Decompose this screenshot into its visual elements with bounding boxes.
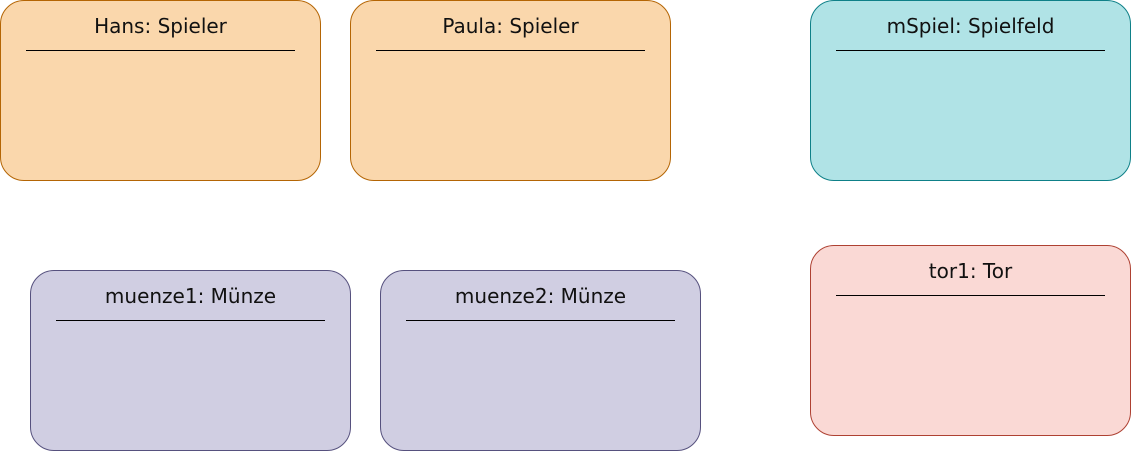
object-title: muenze1: Münze (104, 284, 277, 308)
object-tor1-tor[interactable]: tor1: Tor (810, 245, 1131, 436)
title-divider (56, 320, 325, 321)
title-divider (836, 50, 1105, 51)
object-muenze2-muenze[interactable]: muenze2: Münze (380, 270, 701, 451)
object-hans-spieler[interactable]: Hans: Spieler (0, 0, 321, 181)
object-title: Paula: Spieler (442, 14, 579, 38)
object-title: mSpiel: Spielfeld (886, 14, 1055, 38)
object-muenze1-muenze[interactable]: muenze1: Münze (30, 270, 351, 451)
title-divider (26, 50, 295, 51)
object-title: muenze2: Münze (454, 284, 627, 308)
title-divider (836, 295, 1105, 296)
object-paula-spieler[interactable]: Paula: Spieler (350, 0, 671, 181)
object-title: tor1: Tor (928, 259, 1013, 283)
title-divider (406, 320, 675, 321)
title-divider (376, 50, 645, 51)
object-mspiel-spielfeld[interactable]: mSpiel: Spielfeld (810, 0, 1131, 181)
object-title: Hans: Spieler (94, 14, 227, 38)
